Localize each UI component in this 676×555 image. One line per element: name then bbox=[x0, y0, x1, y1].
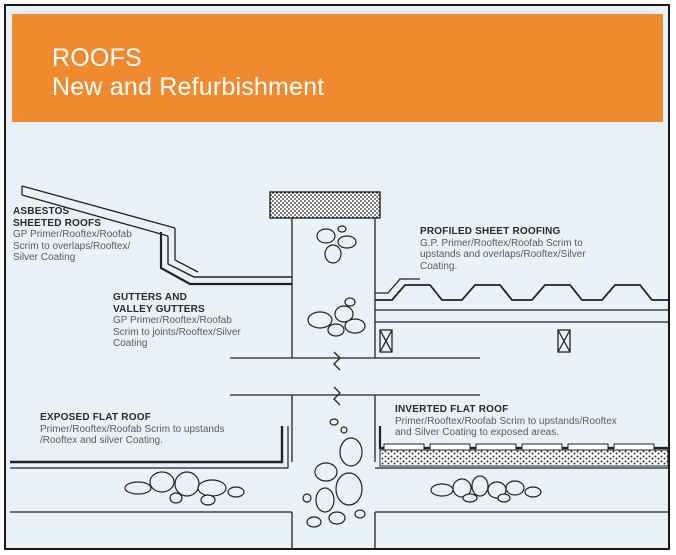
exposed-roof-deck bbox=[10, 426, 289, 469]
label-exposed: EXPOSED FLAT ROOF Primer/Rooftex/Roofab … bbox=[40, 412, 225, 447]
stone bbox=[354, 509, 366, 519]
label-profiled-desc: G.P. Primer/Rooftex/Roofab Scrim to bbox=[420, 237, 583, 249]
stone bbox=[524, 486, 542, 498]
insulation-board bbox=[521, 443, 563, 451]
label-inverted-desc: Primer/Rooftex/Roofab Scrim to upstands/… bbox=[395, 415, 617, 427]
label-asbestos-desc: Silver Coating bbox=[13, 252, 76, 263]
label-exposed-desc: Primer/Rooftex/Roofab Scrim to upstands bbox=[40, 423, 225, 435]
asbestos-roof-lower-line bbox=[21, 194, 169, 237]
stone bbox=[315, 487, 335, 513]
coping-stone bbox=[269, 191, 381, 219]
asbestos-roof-upper-line bbox=[21, 185, 176, 229]
stone bbox=[307, 311, 333, 329]
label-profiled-desc: Coating. bbox=[420, 260, 458, 272]
insulation-board bbox=[429, 443, 471, 451]
break-symbol-upper bbox=[333, 351, 341, 371]
label-gutters-heading: VALLEY GUTTERS bbox=[113, 303, 205, 315]
insulation-board bbox=[567, 443, 609, 451]
banner-subtitle-line: New and Refurbishment bbox=[52, 72, 325, 101]
stone bbox=[462, 493, 478, 503]
stone bbox=[337, 235, 357, 249]
exposed-roof-membrane bbox=[10, 426, 284, 464]
gutter-lip-line bbox=[174, 228, 199, 273]
profiled-sheet-line bbox=[375, 284, 668, 301]
stone bbox=[505, 480, 525, 496]
label-asbestos-desc: Scrim to overlaps/Rooftex/ bbox=[13, 240, 131, 252]
label-exposed-desc: /Rooftex and silver Coating. bbox=[40, 435, 163, 446]
stone bbox=[200, 494, 216, 506]
support-box-right-cross-b bbox=[557, 329, 571, 353]
banner-title: ROOFS New and Refurbishment bbox=[52, 44, 324, 102]
stone bbox=[169, 492, 183, 504]
label-profiled: PROFILED SHEET ROOFING G.P. Primer/Rooft… bbox=[420, 226, 586, 272]
label-inverted: INVERTED FLAT ROOF Primer/Rooftex/Roofab… bbox=[395, 404, 617, 439]
label-profiled-heading: PROFILED SHEET ROOFING bbox=[420, 226, 561, 237]
label-profiled-desc: upstands and overlaps/Rooftex/Silver bbox=[420, 249, 586, 260]
gutter-inner-line bbox=[167, 236, 292, 278]
stone bbox=[149, 471, 175, 493]
label-inverted-heading: INVERTED FLAT ROOF bbox=[395, 404, 509, 415]
stone bbox=[337, 225, 347, 233]
stone bbox=[306, 516, 322, 528]
inverted-roof-gravel bbox=[379, 449, 669, 467]
stone bbox=[452, 478, 472, 498]
stone bbox=[174, 471, 200, 497]
label-asbestos: ASBESTOS SHEETED ROOFS GP Primer/Rooftex… bbox=[13, 206, 132, 264]
stone bbox=[335, 472, 363, 506]
rubble-stones bbox=[124, 225, 542, 528]
stone bbox=[339, 437, 363, 467]
stone bbox=[316, 228, 336, 244]
stone bbox=[328, 511, 346, 525]
stone bbox=[430, 483, 454, 497]
stone bbox=[344, 297, 356, 307]
stone bbox=[334, 305, 354, 323]
label-asbestos-desc: GP Primer/Rooftex/Roofab bbox=[13, 229, 132, 240]
label-asbestos-heading: SHEETED ROOFS bbox=[13, 217, 102, 229]
support-box-right bbox=[557, 329, 571, 353]
gutter-outer-line bbox=[159, 232, 292, 286]
label-gutters-desc: Scrim to joints/Rooftex/Silver bbox=[113, 326, 241, 338]
stone bbox=[344, 318, 366, 334]
label-gutters: GUTTERS AND VALLEY GUTTERS GP Primer/Roo… bbox=[113, 292, 241, 350]
banner-title-line: ROOFS bbox=[52, 44, 142, 72]
drawing-lines bbox=[10, 185, 668, 550]
insulation-board bbox=[383, 443, 425, 451]
stone bbox=[227, 486, 245, 498]
stone bbox=[314, 462, 338, 482]
profiled-upstand-line bbox=[375, 278, 420, 294]
stone bbox=[329, 418, 339, 426]
label-gutters-heading: GUTTERS AND bbox=[113, 292, 188, 303]
label-asbestos-heading: ASBESTOS bbox=[13, 206, 70, 217]
label-inverted-desc: and Silver Coating to exposed areas. bbox=[395, 427, 559, 438]
stone bbox=[324, 244, 342, 264]
support-box-left bbox=[379, 329, 393, 353]
insulation-board bbox=[613, 443, 655, 451]
support-box-left-cross-b bbox=[379, 329, 393, 353]
title-banner: ROOFS New and Refurbishment bbox=[12, 14, 663, 122]
break-symbol-lower bbox=[333, 386, 341, 406]
label-gutters-desc: Coating bbox=[113, 338, 148, 349]
label-gutters-desc: GP Primer/Rooftex/Roofab bbox=[113, 315, 232, 326]
stone bbox=[497, 493, 511, 503]
insulation-board bbox=[475, 443, 517, 451]
stone bbox=[197, 479, 227, 497]
stone bbox=[340, 426, 348, 434]
stone bbox=[471, 475, 489, 497]
stone bbox=[327, 323, 345, 337]
label-exposed-heading: EXPOSED FLAT ROOF bbox=[40, 412, 151, 423]
insulation-boards bbox=[383, 443, 655, 451]
stone bbox=[302, 493, 312, 503]
stone bbox=[124, 481, 152, 495]
